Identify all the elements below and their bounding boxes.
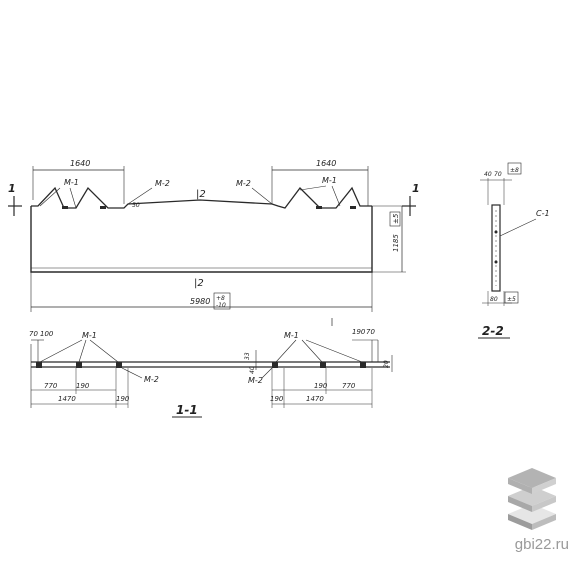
dim-70-right-top: 70 — [366, 328, 375, 336]
dim-100-left: 100 — [40, 330, 54, 338]
label-m2-left: M-2 — [155, 179, 170, 188]
leader-line — [39, 339, 83, 363]
dim-vert-40: 40 — [249, 366, 256, 374]
site-url[interactable]: gbi22.ru — [514, 536, 569, 553]
tol-box-top — [507, 162, 522, 175]
logo-layer-side — [532, 514, 556, 530]
leader-line — [121, 367, 143, 379]
dim-1185: 1185 — [392, 234, 400, 252]
logo-layer-side — [508, 496, 532, 512]
dim-770-right: 770 — [342, 382, 356, 390]
leader-line — [305, 339, 363, 363]
dim-190-c: 190 — [270, 395, 284, 403]
tol-overall-plus: +8 — [216, 295, 225, 302]
dim-70-left: 70 — [29, 330, 38, 338]
section-mark-1-left: 1 — [8, 182, 16, 195]
plate-m1 — [320, 362, 326, 368]
center-mark-top: |2 — [196, 189, 206, 200]
leader-line — [69, 187, 77, 209]
plate-m2 — [116, 362, 122, 368]
leader-line — [251, 187, 273, 205]
dim-770-left: 770 — [44, 382, 58, 390]
logo-layer-side — [532, 478, 556, 494]
section-2-2-outline — [491, 204, 501, 292]
dim-5980: 5980 — [190, 297, 210, 306]
tol-bottom: ±5 — [507, 296, 516, 303]
small-dim-50: 50 — [132, 202, 140, 209]
tol-height: ±5 — [392, 213, 400, 224]
label-1-1-m2-right: M-2 — [248, 376, 263, 385]
leader-line — [127, 187, 153, 205]
plate-m1 — [316, 206, 322, 209]
leader-line — [275, 339, 297, 363]
dim-190-d: 190 — [314, 382, 328, 390]
tol-box — [389, 211, 401, 227]
section-mark-1-right: 1 — [412, 182, 420, 195]
tol-box-overall — [213, 292, 231, 310]
dim-top-40: 40 — [484, 171, 492, 178]
label-m1-left: M-1 — [64, 178, 79, 187]
plate-m1 — [100, 206, 106, 209]
leader-line — [39, 187, 61, 207]
label-1-1-m1-right: M-1 — [284, 331, 299, 340]
rebar-dot — [494, 230, 498, 234]
leader-line — [261, 367, 273, 379]
dim-1640-right: 1640 — [316, 159, 336, 168]
leader-line — [331, 185, 341, 207]
plate-m2 — [272, 362, 278, 368]
plate-m1 — [360, 362, 366, 368]
leader-line — [78, 339, 87, 363]
logo-layer-side — [508, 478, 532, 494]
plate-m1 — [350, 206, 356, 209]
dim-190-right-top: 190 — [352, 328, 366, 336]
elevation-view: 1640 1640 |2 |2 M-1 M-2 50 M-2 M-1 1 1 — [8, 159, 420, 312]
dim-1640-left: 1640 — [70, 159, 90, 168]
dim-vert-33: 33 — [244, 352, 251, 360]
tol-box-bottom — [504, 291, 519, 304]
leader-line — [89, 339, 119, 363]
label-m1-right: M-1 — [322, 176, 337, 185]
label-1-1-m2-left: M-2 — [144, 375, 159, 384]
plate-m1 — [62, 206, 68, 209]
section-2-2-title: 2-2 — [482, 324, 504, 338]
label-c1: C-1 — [536, 209, 550, 218]
dim-top-70: 70 — [494, 171, 502, 178]
leader-line — [299, 185, 327, 191]
center-mark-bottom: |2 — [194, 278, 204, 289]
section-1-1-view: M-1 M-2 M-1 M-2 33 40 20 70 100 190 70 — [29, 318, 393, 418]
label-1-1-m1-left: M-1 — [82, 331, 97, 340]
tol-overall-minus: -10 — [216, 302, 226, 309]
brand-logo-icon — [508, 468, 556, 530]
rebar-dot — [494, 260, 498, 264]
logo-layer-side — [508, 514, 532, 530]
logo-layer-side — [532, 496, 556, 512]
dim-190-a: 190 — [76, 382, 90, 390]
logo-stack-icon — [508, 468, 556, 530]
leader-line — [301, 339, 323, 363]
dim-vert-20: 20 — [383, 360, 390, 368]
dim-bottom-80: 80 — [490, 296, 498, 303]
dim-190-b: 190 — [116, 395, 130, 403]
panel-outline — [30, 206, 373, 273]
section-2-2-view: 40 70 ±8 C-1 80 ±5 2-2 — [478, 162, 550, 339]
tol-top: ±8 — [510, 167, 519, 174]
plate-m1 — [36, 362, 42, 368]
label-m2-right: M-2 — [236, 179, 251, 188]
plate-m1 — [76, 362, 82, 368]
leader-line — [499, 218, 537, 237]
dim-1470-right: 1470 — [306, 395, 324, 403]
dim-1470-left: 1470 — [58, 395, 76, 403]
section-1-1-title: 1-1 — [176, 403, 198, 417]
